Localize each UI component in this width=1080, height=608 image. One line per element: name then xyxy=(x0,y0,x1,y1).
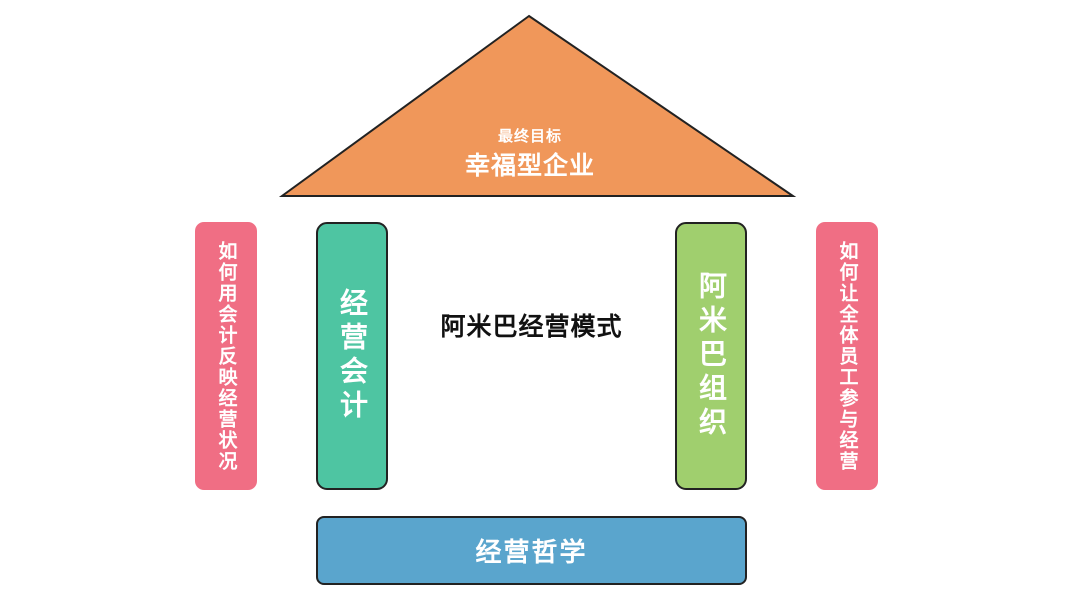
left-side-note: 如何用会计反映经营状况 xyxy=(195,222,257,490)
center-label: 阿米巴经营模式 xyxy=(440,312,623,341)
left-side-note-label: 如何用会计反映经营状况 xyxy=(215,240,238,472)
foundation-block: 经营哲学 xyxy=(316,516,747,585)
right-pillar: 阿米巴组织 xyxy=(675,222,747,490)
left-pillar-label: 经营会计 xyxy=(336,288,369,424)
right-side-note-label: 如何让全体员工参与经营 xyxy=(836,240,859,472)
roof-title: 幸福型企业 xyxy=(464,151,595,180)
right-pillar-label: 阿米巴组织 xyxy=(695,271,728,441)
foundation-label: 经营哲学 xyxy=(475,538,588,568)
right-side-note: 如何让全体员工参与经营 xyxy=(816,222,878,490)
left-pillar: 经营会计 xyxy=(316,222,388,490)
roof-subtitle: 最终目标 xyxy=(497,127,562,145)
